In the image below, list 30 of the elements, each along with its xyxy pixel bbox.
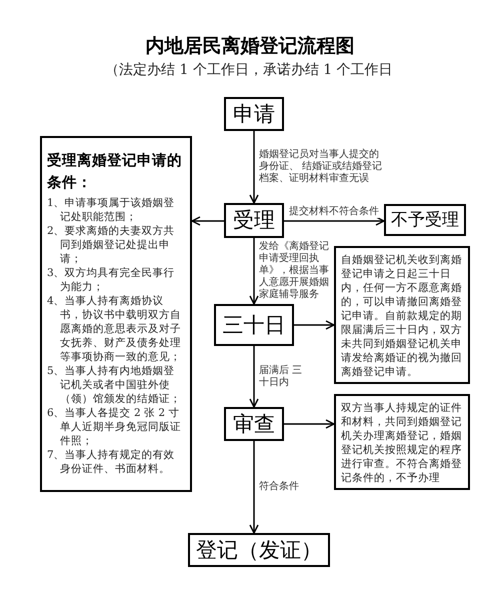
arrow (191, 216, 224, 226)
process-box: 申请 (224, 97, 284, 131)
condition-item: 1、申请事项属于该婚姻登记处职能范围； (47, 196, 176, 224)
diagram-title: 内地居民离婚登记流程图 (144, 34, 356, 58)
edge-label: 提交材料不符合条件 (289, 206, 379, 218)
process-box: 登记（发证） (188, 533, 330, 567)
arrow (249, 131, 259, 204)
note-box: 双方当事人持规定的证件和材料，共同到婚姻登记机关办理离婚登记，婚姻登记机关按照规定的程序进行审查。不符合离婚登记条件的，不予办理 (334, 394, 470, 490)
condition-item: 3、双方均具有完全民事行为能力； (47, 266, 176, 294)
arrow (249, 441, 259, 534)
condition-item: 6、当事人各提交 2 张 2 寸单人近期半身免冠同版证件照； (47, 406, 182, 448)
condition-item: 2、要求离婚的夫妻双方共同到婚姻登记处提出申请； (47, 224, 176, 266)
arrow (294, 320, 335, 330)
process-box: 审查 (224, 407, 284, 441)
condition-item: 7、当事人持有规定的有效身份证件、书面材料。 (47, 448, 176, 476)
process-box: 受理 (224, 203, 284, 238)
condition-item: 5、当事人持有内地婚姻登记机关或者中国驻外使（领）馆颁发的结婚证； (47, 364, 182, 406)
subtitle: （法定办结 1 个工作日，承诺办结 1 个工作日 (105, 61, 393, 80)
arrow (284, 419, 335, 429)
edge-label: 发给《离婚登记申请受理回执单》，根据当事人意愿开展婚姻家庭辅导服务 (259, 241, 331, 301)
conditions-heading: 受理离婚登记申请的条件： (47, 151, 183, 193)
edge-label: 符合条件 (259, 481, 299, 493)
process-box: 不予受理 (384, 204, 466, 236)
process-box: 三十日 (214, 304, 294, 346)
conditions-box (40, 136, 192, 492)
arrow (249, 238, 259, 305)
arrow (284, 216, 385, 226)
arrow (249, 346, 259, 408)
condition-item: 4、当事人持有离婚协议书，协议书中载明双方自愿离婚的意思表示及对子女抚养、财产及债务处理等事项协商一致的意见； (47, 294, 182, 364)
note-box: 自婚姻登记机关收到离婚登记申请之日起三十日内，任何一方不愿意离婚的，可以申请撤回离婚登记申请。自前款规定的期限届满后三十日内，双方未共同到婚姻登记机关申请发给离婚证的视为撤回离婚登记申请。 (334, 246, 470, 384)
